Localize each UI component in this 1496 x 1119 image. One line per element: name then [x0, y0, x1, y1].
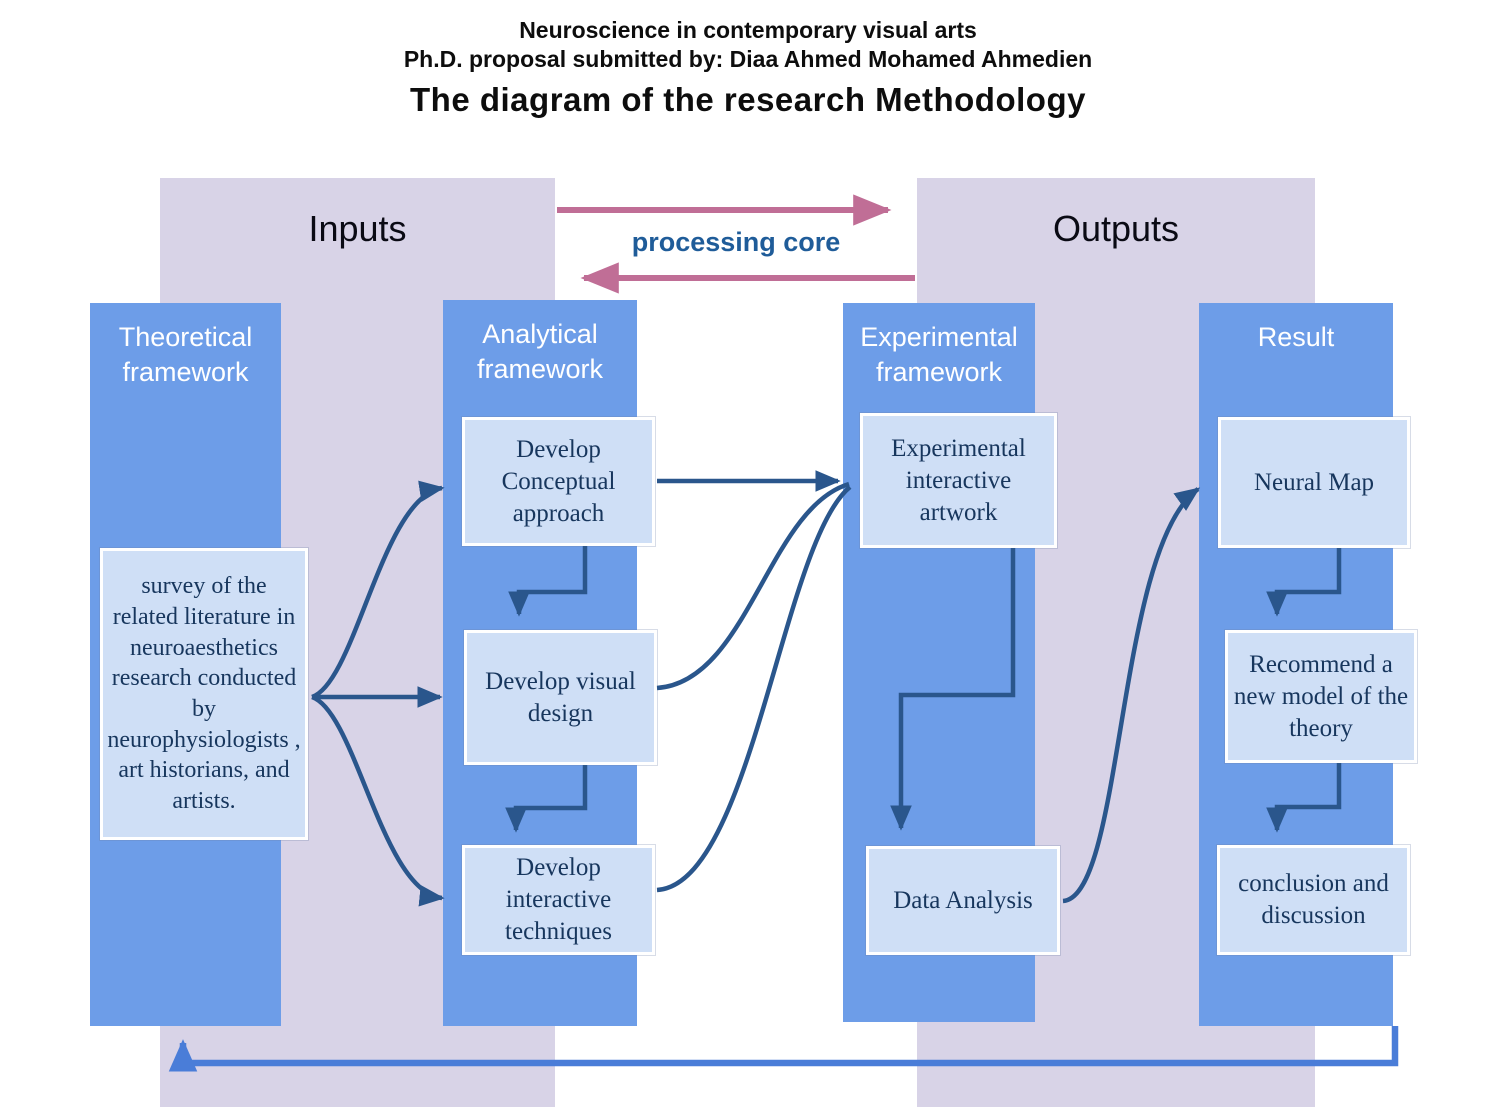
- theoretical-framework-header: Theoretical framework: [118, 322, 253, 388]
- inputs-label: Inputs: [308, 208, 407, 249]
- interactive-to-artwork-arrow: [656, 485, 852, 893]
- outputs-label: Outputs: [1052, 208, 1180, 249]
- title-block: Neuroscience in contemporary visual arts…: [0, 16, 1496, 119]
- recommend-model-box: Recommend a new model of the theory: [1225, 630, 1417, 763]
- experimental-interactive-artwork-box: Experimental interactive artwork: [860, 413, 1057, 548]
- survey-literature-box: survey of the related literature in neur…: [100, 548, 308, 840]
- result-header: Result: [1257, 322, 1335, 352]
- experimental-framework-header: Experimental framework: [860, 322, 1018, 388]
- page-title: The diagram of the research Methodology: [410, 80, 1086, 118]
- neural-map-box: Neural Map: [1218, 417, 1410, 548]
- title-line-2: Ph.D. proposal submitted by: Diaa Ahmed …: [403, 45, 1093, 72]
- data-analysis-box: Data Analysis: [866, 846, 1060, 955]
- analytical-framework-header: Analytical framework: [476, 319, 604, 385]
- processing-core-label: processing core: [631, 227, 841, 257]
- title-line-1: Neuroscience in contemporary visual arts: [519, 17, 977, 43]
- visual-to-artwork-arrow: [656, 481, 850, 691]
- develop-interactive-techniques-box: Develop interactive techniques: [462, 845, 655, 955]
- develop-conceptual-approach-box: Develop Conceptual approach: [462, 417, 655, 546]
- conclusion-discussion-box: conclusion and discussion: [1217, 845, 1410, 955]
- develop-visual-design-box: Develop visual design: [464, 630, 657, 765]
